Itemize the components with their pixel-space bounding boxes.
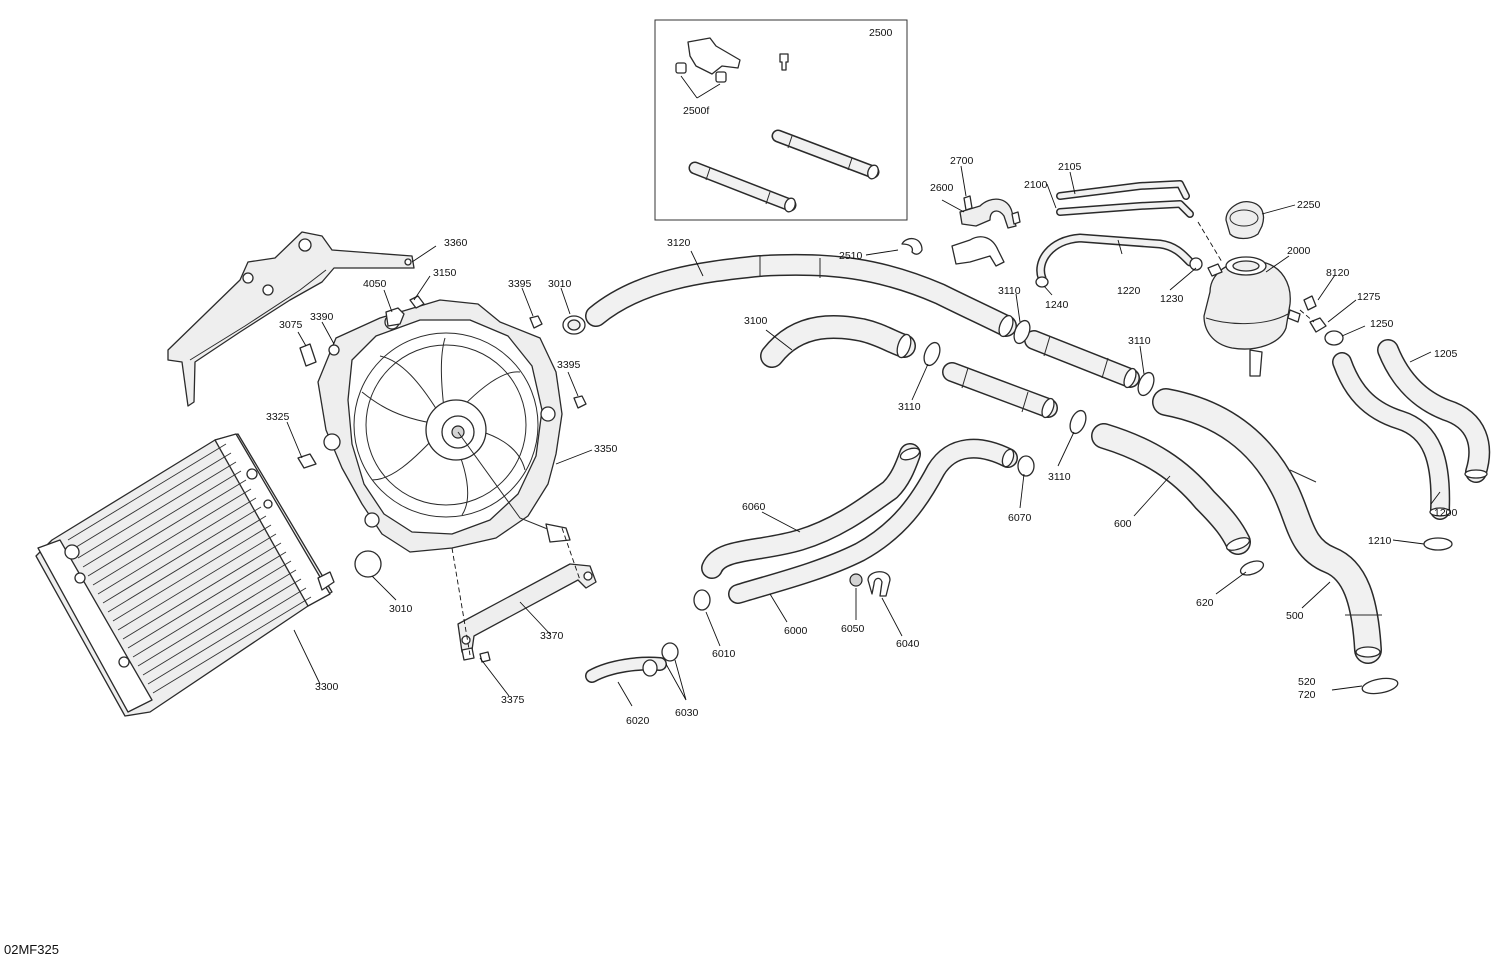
clip-2510	[901, 238, 923, 255]
label-3350: 3350	[594, 443, 618, 455]
hose-3120	[585, 253, 1017, 338]
label-6010: 6010	[712, 648, 736, 660]
coolant-tank-2000	[1203, 256, 1301, 377]
clip-6040	[867, 571, 891, 597]
label-3010-b: 3010	[389, 603, 413, 615]
label-3120: 3120	[667, 237, 691, 249]
radiator-core	[67, 443, 312, 694]
label-2250: 2250	[1297, 199, 1321, 211]
label-1220: 1220	[1117, 285, 1141, 297]
label-3395-b: 3395	[557, 359, 581, 371]
clamp-6070	[1017, 455, 1035, 477]
hose-6060	[701, 443, 921, 579]
label-6070: 6070	[1008, 512, 1032, 524]
label-600: 600	[1114, 518, 1132, 530]
label-6060: 6060	[742, 501, 766, 513]
label-1240: 1240	[1045, 299, 1069, 311]
label-1275: 1275	[1357, 291, 1381, 303]
fasteners	[297, 295, 587, 663]
hose-3100	[760, 314, 916, 368]
diagram-reference-code: 02MF325	[4, 942, 59, 957]
hose-500	[1152, 388, 1382, 664]
hose-600	[1091, 423, 1251, 555]
label-2000: 2000	[1287, 245, 1311, 257]
clamp-620	[1239, 560, 1265, 576]
clamp-520	[1361, 677, 1399, 695]
label-3150: 3150	[433, 267, 457, 279]
fitting-2000-side	[1207, 263, 1223, 277]
label-6050: 6050	[841, 623, 865, 635]
label-3300: 3300	[315, 681, 339, 693]
label-3375: 3375	[501, 694, 525, 706]
part-number-labels: 2500 2500f 2700 2600 2105 2100 2250 2000…	[266, 27, 1458, 727]
fan-assembly-3350	[317, 299, 571, 553]
label-2500: 2500	[869, 27, 893, 39]
hose-2105	[1056, 180, 1190, 200]
clamp-1230	[1189, 257, 1203, 271]
label-6030: 6030	[675, 707, 699, 719]
grommet-6050	[849, 573, 863, 587]
label-3110-a: 3110	[998, 285, 1021, 297]
label-6040: 6040	[896, 638, 920, 650]
label-3370: 3370	[540, 630, 564, 642]
fitting-6020	[585, 642, 679, 683]
label-6020: 6020	[626, 715, 650, 727]
label-620: 620	[1196, 597, 1214, 609]
label-3110-c: 3110	[898, 401, 921, 413]
sleeve-upper	[771, 129, 880, 180]
label-720: 720	[1298, 689, 1316, 701]
label-3100: 3100	[744, 315, 768, 327]
label-2700: 2700	[950, 155, 974, 167]
label-2600: 2600	[930, 182, 954, 194]
label-3075: 3075	[279, 319, 303, 331]
radiator-3300	[35, 433, 335, 717]
label-8120: 8120	[1326, 267, 1350, 279]
clamp-6010	[693, 589, 711, 611]
label-3110-b: 3110	[1128, 335, 1151, 347]
hose-1200	[1332, 352, 1451, 520]
clamp-1240	[1035, 276, 1049, 288]
leader-lines	[286, 165, 1441, 707]
sleeve-lower	[688, 161, 797, 213]
label-3110-d: 3110	[1048, 471, 1071, 483]
label-2100: 2100	[1024, 179, 1048, 191]
label-1200: 1200	[1434, 507, 1458, 519]
label-2500f: 2500f	[683, 105, 709, 117]
clamps-3110	[923, 319, 1155, 435]
screw-8120	[1303, 295, 1317, 311]
kit-2500-inset	[654, 19, 908, 221]
label-1230: 1230	[1160, 293, 1184, 305]
label-520: 520	[1298, 676, 1316, 688]
label-500: 500	[1286, 610, 1304, 622]
label-3390: 3390	[310, 311, 334, 323]
hose-1205	[1377, 339, 1491, 483]
mount-bracket-3360	[167, 231, 415, 407]
label-6000: 6000	[784, 625, 808, 637]
label-1250: 1250	[1370, 318, 1394, 330]
label-3010-a: 3010	[548, 278, 572, 290]
clamp-1250	[1324, 330, 1344, 346]
label-4050: 4050	[363, 278, 387, 290]
hose-2100	[1056, 200, 1194, 218]
pipe-upper	[1024, 330, 1140, 389]
cap-2250	[1225, 201, 1265, 240]
clamp-1210	[1423, 537, 1453, 551]
pipe-lower	[942, 362, 1058, 419]
fitting-1275	[1309, 317, 1327, 333]
hose-6000	[728, 438, 1018, 604]
hose-1220	[1036, 233, 1195, 283]
label-3395-a: 3395	[508, 278, 532, 290]
label-3360: 3360	[444, 237, 468, 249]
label-2510: 2510	[839, 250, 863, 262]
label-1210: 1210	[1368, 535, 1392, 547]
fan-bracket-3370	[457, 563, 597, 653]
label-1205: 1205	[1434, 348, 1458, 360]
label-2105: 2105	[1058, 161, 1082, 173]
label-3325: 3325	[266, 411, 290, 423]
bracket-2600	[951, 195, 1021, 267]
